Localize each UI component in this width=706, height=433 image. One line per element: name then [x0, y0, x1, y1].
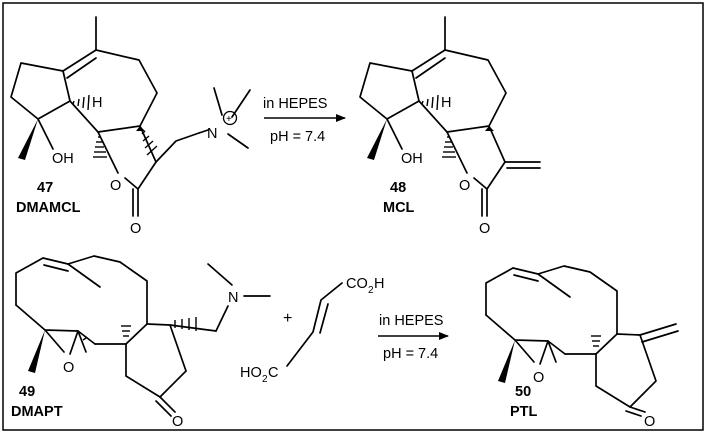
- atom-H: H: [374, 276, 384, 292]
- compound-47-name: DMAMCL: [16, 200, 81, 216]
- atom-OH: OH: [52, 151, 74, 167]
- atom-O-carbonyl: O: [130, 221, 141, 237]
- atom-O-carbonyl: O: [479, 221, 490, 237]
- charge-circle: [222, 110, 238, 126]
- atom-O-ring: O: [459, 178, 470, 194]
- atom-HO: HO: [240, 365, 262, 381]
- atom-H: H: [441, 95, 451, 111]
- atom-N: N: [207, 126, 217, 142]
- conditions-2-ph: pH = 7.4: [383, 346, 438, 362]
- atom-H: H: [92, 95, 102, 111]
- conditions-1-solvent: in HEPES: [263, 96, 327, 112]
- atom-OH: OH: [401, 151, 423, 167]
- compound-49-number: 49: [19, 384, 35, 400]
- compound-49-structure: O O N: [15, 255, 271, 430]
- charge-plus: +: [226, 114, 232, 125]
- atom-subscript-2: 2: [262, 374, 268, 385]
- atom-C: C: [268, 365, 278, 381]
- conditions-1-ph: pH = 7.4: [270, 129, 325, 145]
- atom-O-ring: O: [110, 178, 121, 194]
- compound-50-number: 50: [515, 384, 531, 400]
- atom-O-epoxide: O: [63, 360, 74, 376]
- atom-subscript-2: 2: [368, 285, 374, 296]
- compound-50-structure: O O: [485, 265, 679, 430]
- atom-CO: CO: [346, 276, 368, 292]
- atom-O-carbonyl: O: [172, 414, 183, 430]
- atom-N: N: [228, 290, 238, 306]
- compound-48-name: MCL: [383, 200, 415, 216]
- compound-48-structure: H OH O O: [359, 16, 541, 237]
- atom-O-epoxide: O: [533, 370, 544, 386]
- fumaric-acid-structure: CO 2 H HO 2 C: [240, 276, 384, 385]
- conditions-2-solvent: in HEPES: [379, 313, 443, 329]
- compound-50-name: PTL: [510, 404, 538, 420]
- compound-49-name: DMAPT: [11, 404, 63, 420]
- atom-O-carbonyl: O: [644, 414, 655, 430]
- compound-47-number: 47: [37, 180, 53, 196]
- plus-sign: +: [283, 310, 292, 327]
- compound-47-structure: H OH O O N +: [10, 16, 251, 237]
- compound-48-number: 48: [390, 180, 406, 196]
